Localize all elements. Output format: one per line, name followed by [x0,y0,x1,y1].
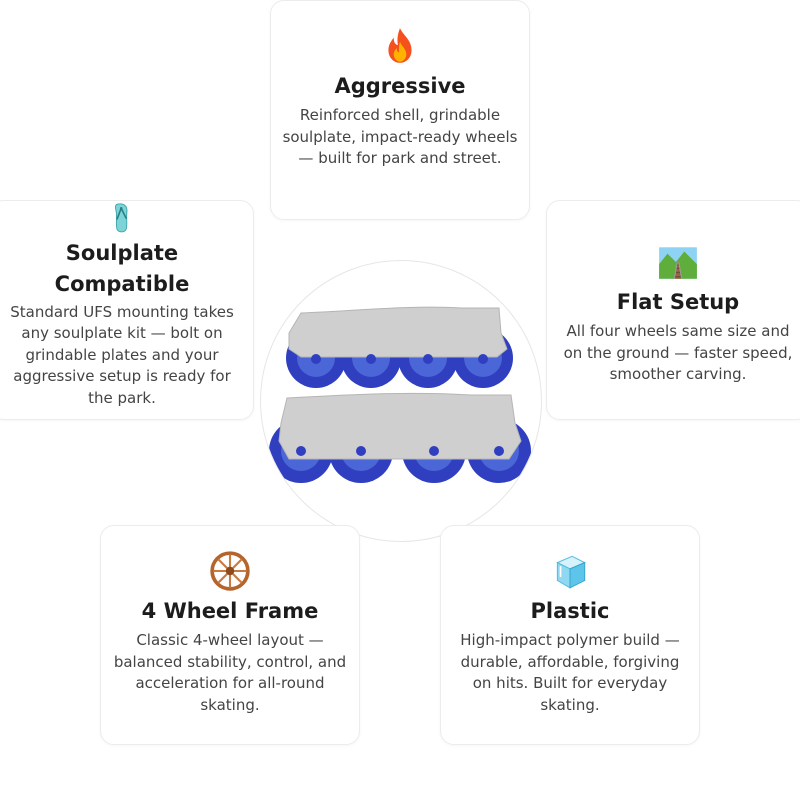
feature-title: Soulplate Compatible [54,240,190,296]
feature-card-4-wheel-frame: 4 Wheel Frame Classic 4-wheel layout — b… [100,525,360,745]
feature-title: Flat Setup [616,290,740,314]
fire-icon [388,28,412,63]
feature-description: All four wheels same size and on the gro… [563,322,793,383]
railway-track-icon [659,247,697,279]
feature-title: Aggressive [334,74,466,98]
feature-card-plastic: Plastic High-impact polymer build — dura… [440,525,700,745]
feature-card-soulplate: Soulplate Compatible Standard UFS mounti… [0,200,254,420]
flip-flop-icon [115,203,128,233]
skate-frames-image [269,306,531,483]
feature-card-aggressive: Aggressive Reinforced shell, grindable s… [270,0,530,220]
feature-card-flat-setup: Flat Setup All four wheels same size and… [546,200,800,420]
feature-description: Classic 4-wheel layout — balanced stabil… [113,631,347,714]
ice-cube-icon [556,555,586,589]
product-image [260,260,542,542]
wagon-wheel-icon [210,551,250,591]
feature-title: 4 Wheel Frame [141,599,319,623]
feature-description: Reinforced shell, grindable soulplate, i… [282,106,518,167]
feature-title: Plastic [530,599,610,623]
feature-description: High-impact polymer build — durable, aff… [460,631,680,714]
feature-description: Standard UFS mounting takes any soulplat… [10,302,234,407]
